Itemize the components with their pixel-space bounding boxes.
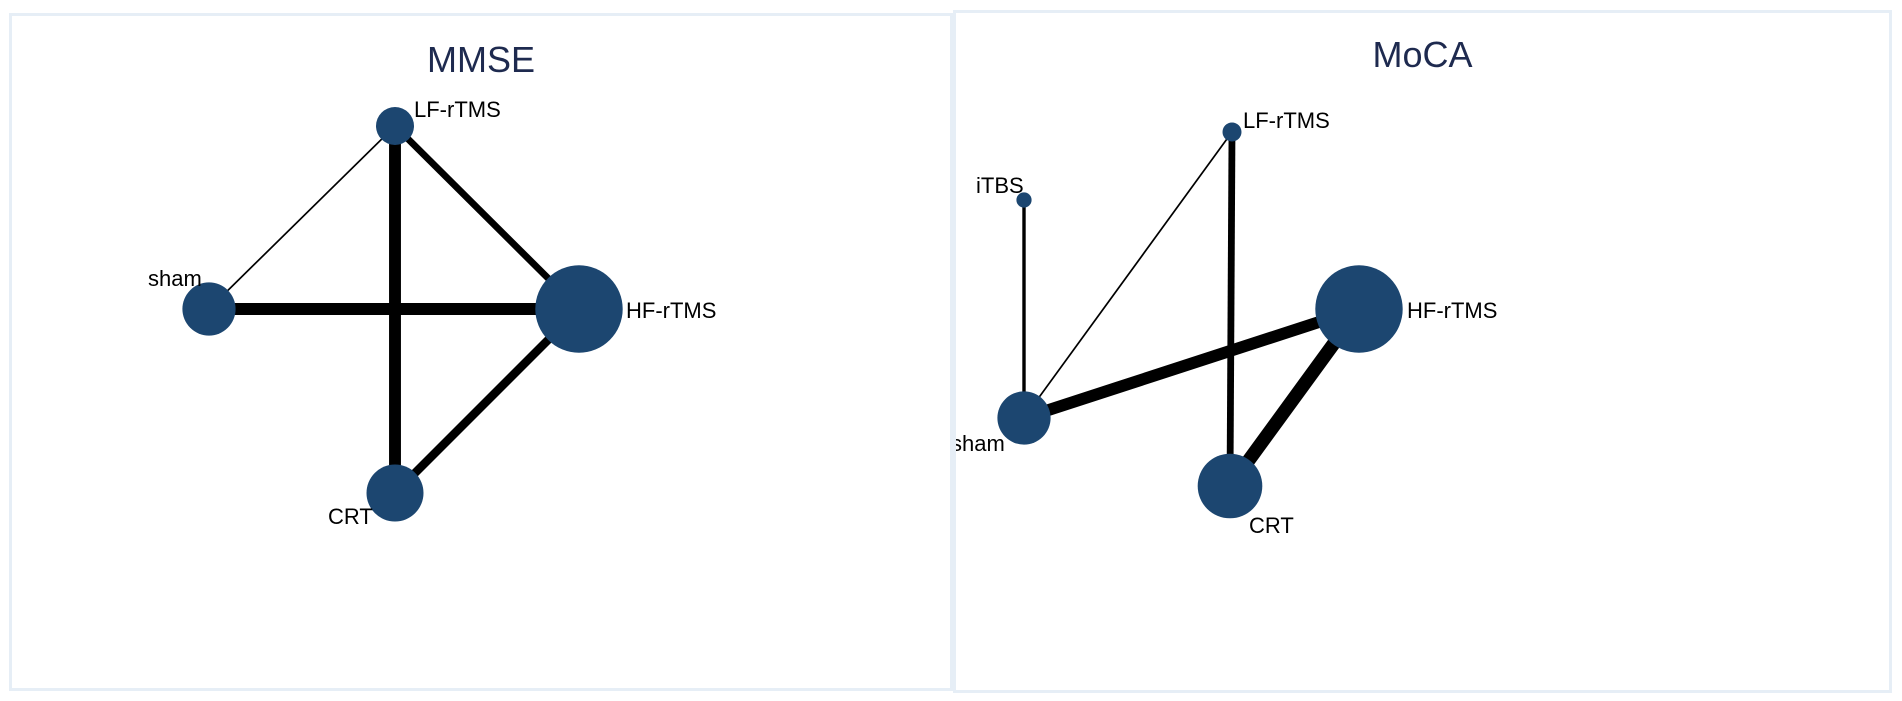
edge-LF-rTMS-sham xyxy=(1023,131,1233,419)
node-label-HF-rTMS: HF-rTMS xyxy=(626,298,716,323)
node-CRT xyxy=(1197,453,1263,519)
node-label-iTBS: iTBS xyxy=(976,173,1024,198)
moca-panel-title: MoCA xyxy=(1372,34,1473,75)
node-sham xyxy=(182,282,236,336)
node-CRT xyxy=(366,464,424,522)
node-LF-rTMS xyxy=(1222,122,1242,142)
node-label-sham: sham xyxy=(956,431,1005,456)
node-label-LF-rTMS: LF-rTMS xyxy=(1243,108,1330,133)
edge-sham-HF-rTMS xyxy=(1022,303,1361,424)
node-HF-rTMS xyxy=(1315,265,1403,353)
node-label-HF-rTMS: HF-rTMS xyxy=(1407,298,1497,323)
node-LF-rTMS xyxy=(376,107,414,145)
node-label-CRT: CRT xyxy=(328,504,373,529)
node-label-CRT: CRT xyxy=(1249,513,1294,538)
edge-LF-rTMS-sham xyxy=(208,125,396,310)
edge-LF-rTMS-CRT xyxy=(1226,131,1236,487)
node-HF-rTMS xyxy=(535,265,623,353)
mmse-edges xyxy=(208,123,583,497)
moca-edges xyxy=(1022,131,1365,491)
node-sham xyxy=(997,391,1051,445)
mmse-panel-title: MMSE xyxy=(427,39,535,80)
node-label-LF-rTMS: LF-rTMS xyxy=(414,97,501,122)
node-label-sham: sham xyxy=(148,266,202,291)
node-iTBS xyxy=(1016,192,1032,208)
